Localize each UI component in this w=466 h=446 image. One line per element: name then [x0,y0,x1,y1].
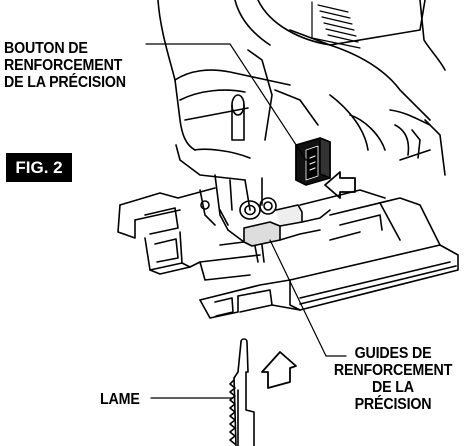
saw-housing [157,0,446,181]
boost-button-label-line-2: RENFORCEMENT [4,57,123,74]
guides-label-line-1: GUIDES DE [354,345,432,362]
boost-button-label-line-3: DE LA PRÉCISION [4,74,126,91]
vent-grille [311,1,361,49]
guides-label-line-2: RENFORCEMENT [333,362,453,379]
leader-lines [145,43,347,399]
saw-shoe [117,187,459,319]
guides-label-line-3: DE LA [372,379,414,396]
boost-button-label-line-1: BOUTON DE [4,40,88,57]
precision-boost-button [295,137,331,186]
figure-badge: FIG. 2 [6,153,72,182]
guides-label-line-4: PRÉCISION [354,396,432,413]
blade-callout: LAME [100,391,140,408]
boost-button-callout: BOUTON DE RENFORCEMENT DE LA PRÉCISION [4,40,126,91]
figure-label: FIG. 2 [15,158,63,177]
blade-guide-assembly [200,174,331,263]
insert-arrow [261,351,297,389]
saw-blade [229,338,255,446]
guides-callout: GUIDES DE RENFORCEMENT DE LA PRÉCISION [324,345,462,413]
blade-label: LAME [100,391,140,408]
